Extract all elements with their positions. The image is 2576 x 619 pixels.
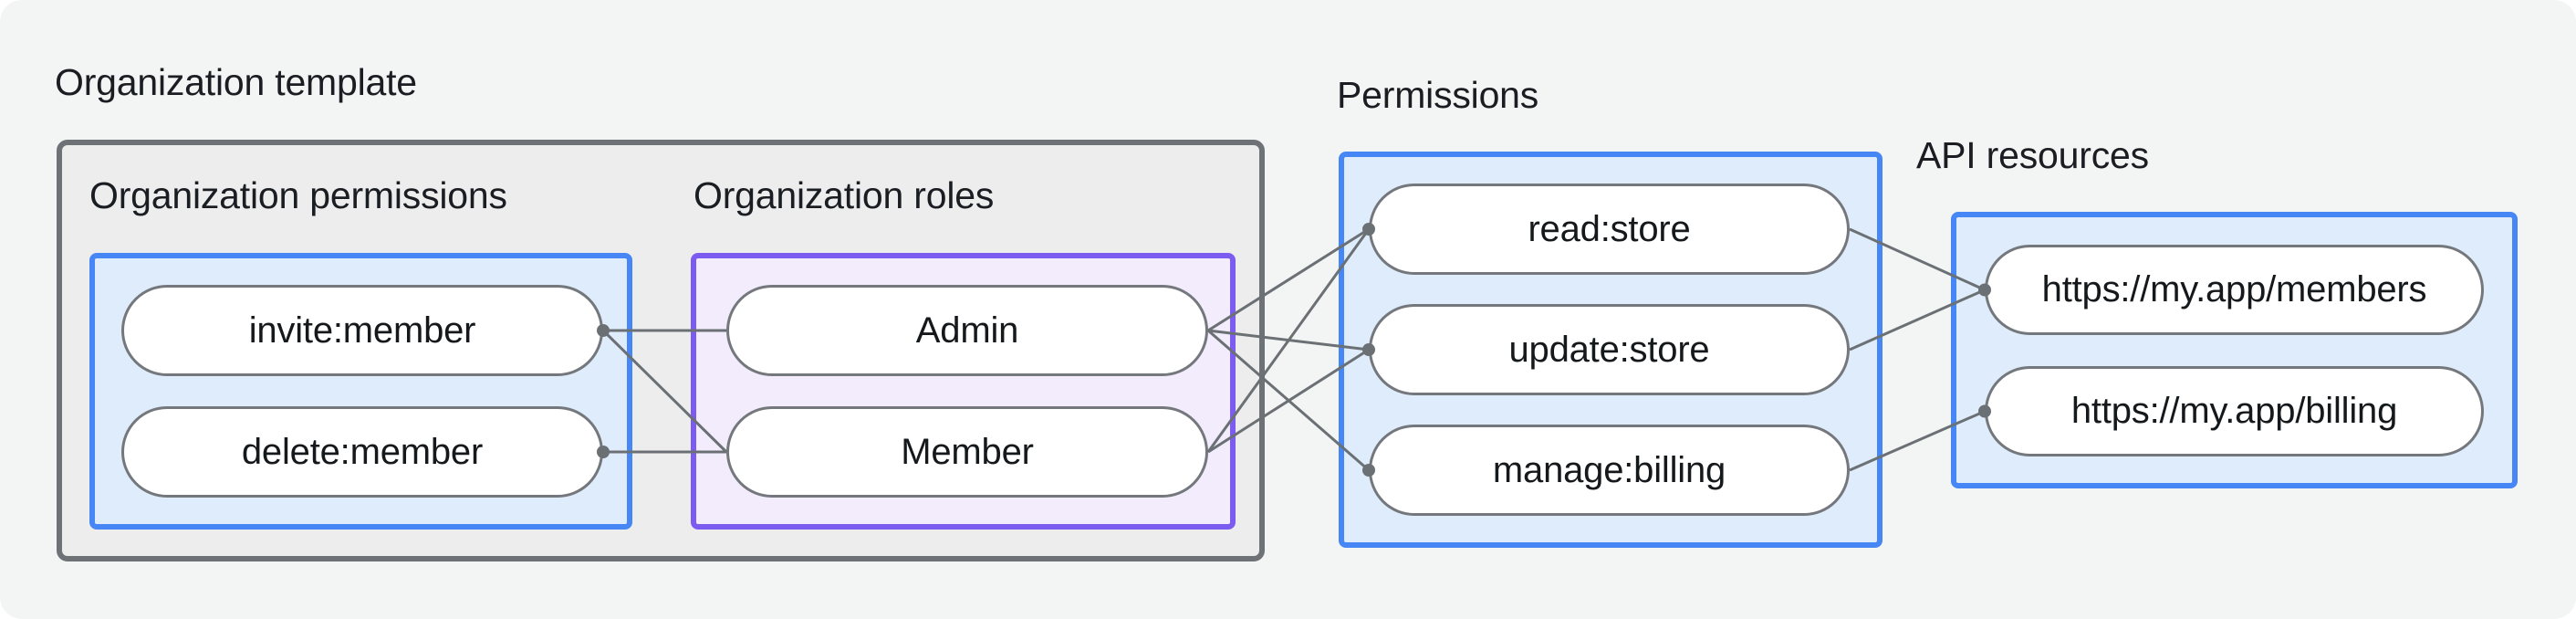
pill-manage-billing: manage:billing <box>1369 425 1850 516</box>
permissions-label: Permissions <box>1337 74 1539 116</box>
pill-read-store: read:store <box>1369 184 1850 275</box>
pill-invite-member: invite:member <box>121 285 603 376</box>
org-roles-box: Admin Member <box>691 253 1236 530</box>
org-roles-label: Organization roles <box>694 174 995 216</box>
org-permissions-box: invite:member delete:member <box>89 253 632 530</box>
pill-delete-member: delete:member <box>121 406 603 498</box>
pill-update-store: update:store <box>1369 304 1850 395</box>
pill-billing-resource: https://my.app/billing <box>1985 366 2484 456</box>
org-permissions-label: Organization permissions <box>89 174 507 216</box>
api-resources-label: API resources <box>1916 134 2149 176</box>
permissions-box: read:store update:store manage:billing <box>1339 152 1882 548</box>
api-resources-box: https://my.app/members https://my.app/bi… <box>1951 212 2518 488</box>
pill-members-resource: https://my.app/members <box>1985 245 2484 335</box>
organization-template-label: Organization template <box>55 61 417 103</box>
pill-admin-role: Admin <box>726 285 1208 376</box>
pill-member-role: Member <box>726 406 1208 498</box>
